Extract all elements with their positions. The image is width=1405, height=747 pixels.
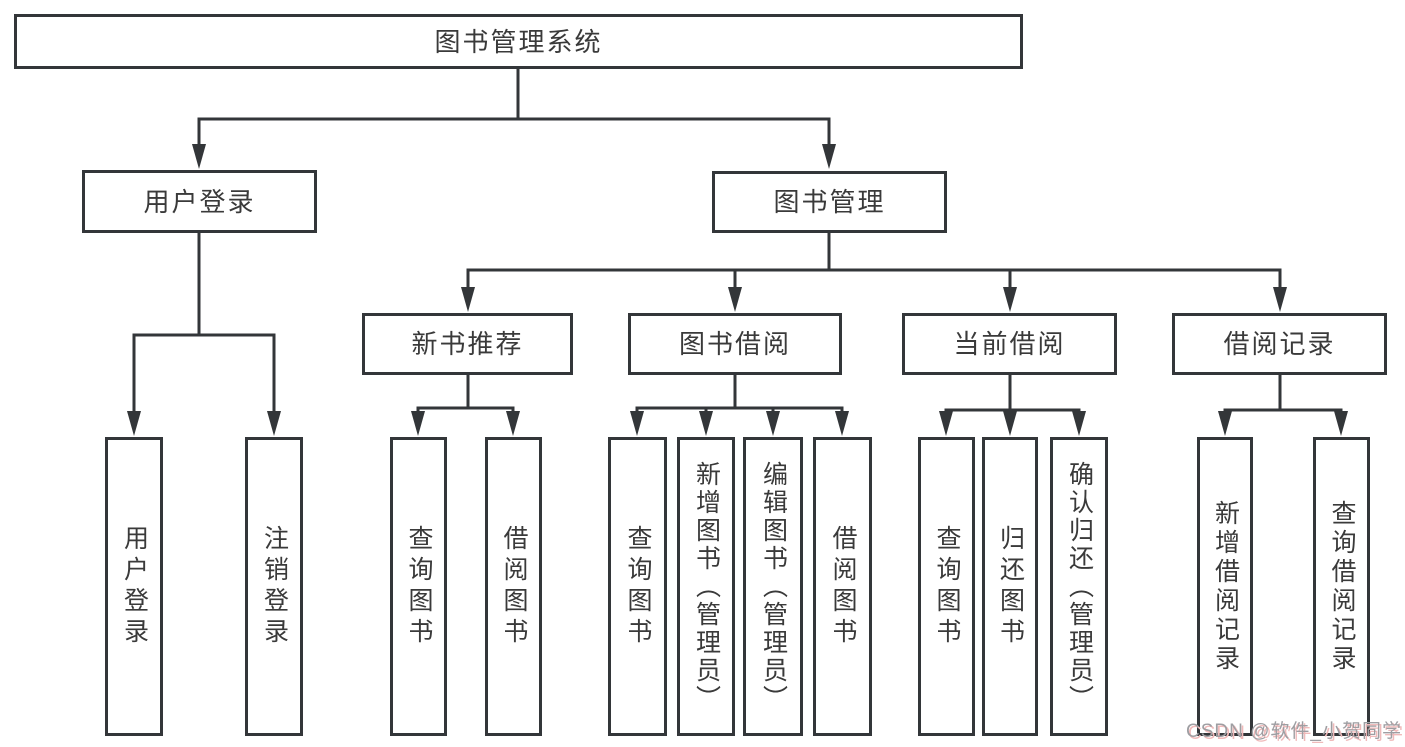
leaf-borrowing-query-books: 查询图书 — [608, 437, 667, 736]
leaf-current-return-books: 归还图书 — [982, 437, 1038, 736]
node-borrowing-records: 借阅记录 — [1172, 313, 1387, 375]
node-root-title: 图书管理系统 — [14, 14, 1023, 69]
node-book-management: 图书管理 — [712, 171, 947, 233]
leaf-logout: 注销登录 — [245, 437, 303, 736]
node-current-borrowing: 当前借阅 — [902, 313, 1117, 375]
csdn-watermark: CSDN @软件_小贺同学 — [1186, 721, 1402, 742]
leaf-borrowing-edit-books-admin: 编辑图书（管理员） — [743, 437, 803, 736]
leaf-current-query-books: 查询图书 — [918, 437, 975, 736]
leaf-borrowing-borrow-books: 借阅图书 — [813, 437, 872, 736]
leaf-recommend-query-books: 查询图书 — [390, 437, 447, 736]
node-book-borrowing: 图书借阅 — [628, 313, 842, 375]
leaf-current-confirm-return-admin: 确认归还（管理员） — [1050, 437, 1108, 736]
leaf-user-login: 用户登录 — [105, 437, 163, 736]
arrowheads — [127, 144, 1348, 436]
node-new-book-recommend: 新书推荐 — [362, 313, 573, 375]
leaf-records-query-record: 查询借阅记录 — [1313, 437, 1370, 736]
leaf-recommend-borrow-books: 借阅图书 — [485, 437, 542, 736]
leaf-borrowing-add-books-admin: 新增图书（管理员） — [677, 437, 735, 736]
leaf-records-add-record: 新增借阅记录 — [1197, 437, 1253, 736]
node-user-login: 用户登录 — [82, 170, 317, 233]
